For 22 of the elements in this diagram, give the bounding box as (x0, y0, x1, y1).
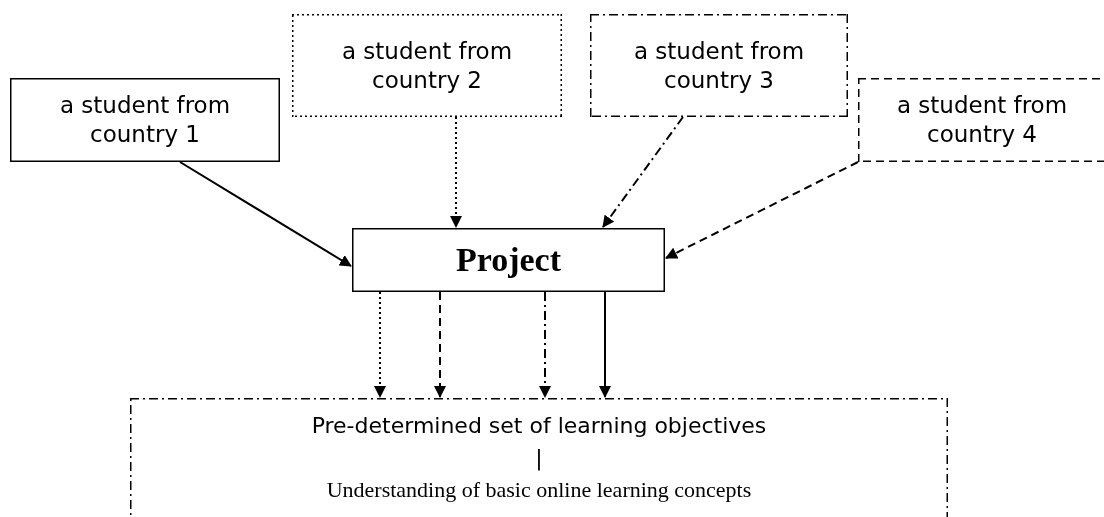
arrow (602, 116, 684, 228)
arrow (450, 116, 462, 228)
arrow (179, 161, 352, 267)
arrow (374, 291, 386, 398)
node-text: Understanding of basic online learning concepts (326, 475, 752, 503)
node-text: a student from country 3 (632, 36, 806, 95)
process-box (858, 78, 1104, 162)
node-text: Project (455, 239, 562, 280)
node-text: a student from country 4 (895, 91, 1069, 149)
arrow (434, 291, 446, 398)
process-box (130, 398, 948, 517)
project-box (352, 228, 665, 292)
arrow (539, 291, 551, 398)
node-text: | (535, 443, 543, 473)
arrow (665, 161, 859, 259)
process-box (590, 14, 848, 117)
arrow (599, 291, 611, 398)
node-text: a student from country 1 (58, 91, 232, 149)
node-text: Pre-determined set of learning objectives (311, 412, 767, 440)
process-box (292, 14, 562, 117)
node-text: a student from country 2 (340, 36, 514, 95)
process-box (10, 78, 280, 162)
